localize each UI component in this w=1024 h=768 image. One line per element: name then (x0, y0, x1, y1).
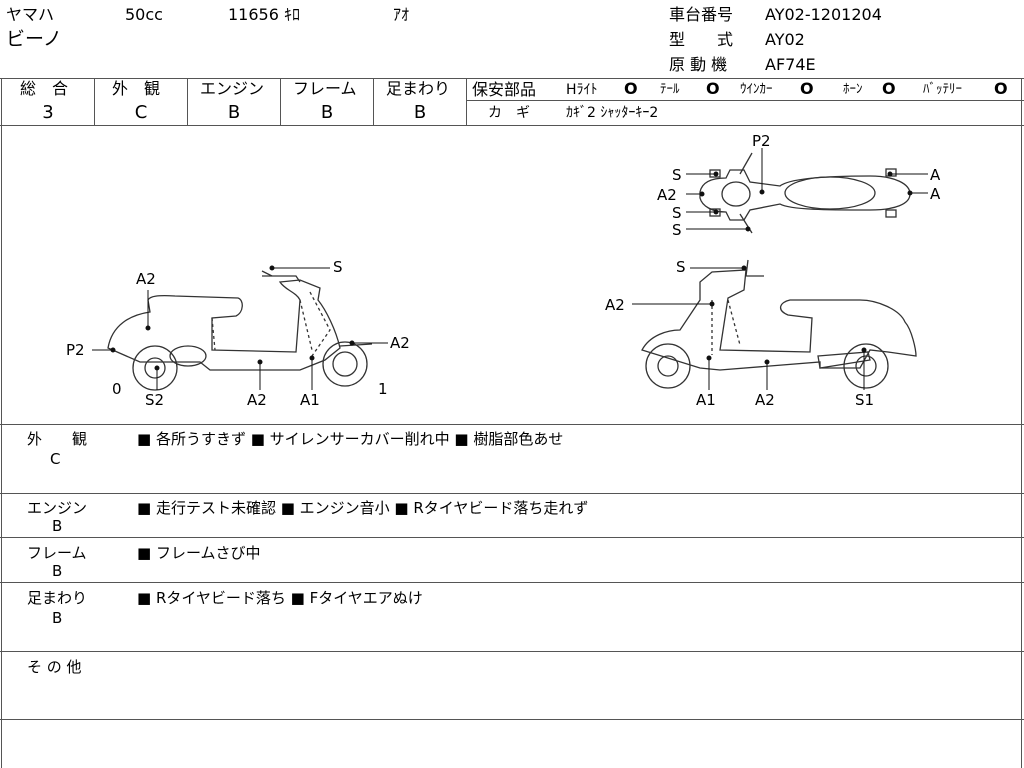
safety-label: 保安部品 (472, 80, 537, 99)
divider (1, 78, 2, 768)
frame-section-title: フレーム (27, 544, 87, 562)
right-label-a2-front: A2 (605, 296, 625, 314)
displacement: 50cc (125, 5, 163, 24)
divider (0, 424, 1024, 425)
top-label-s-1: S (672, 166, 682, 184)
right-side-scooter (641, 259, 917, 389)
top-label-p2: P2 (752, 132, 771, 150)
exterior-section-notes: ■ 各所うすきず ■ サイレンサーカバー削れ中 ■ 樹脂部色あせ (137, 430, 564, 448)
overall-label: 総 合 (20, 79, 69, 98)
divider (466, 78, 467, 125)
engine-section-notes: ■ 走行テスト未確認 ■ エンジン音小 ■ Rタイヤビード落ち走れず (137, 499, 589, 517)
divider (0, 125, 1024, 126)
tail-label: ﾃｰﾙ (660, 82, 680, 97)
divider (373, 78, 374, 125)
headlight-label: Hﾗｲﾄ (566, 82, 598, 98)
left-label-a2-floor: A2 (247, 391, 267, 409)
type-value: AY02 (765, 30, 805, 49)
engine-model-label: 原 動 機 (669, 55, 728, 74)
frame-section-notes: ■ フレームさび中 (137, 544, 261, 562)
maker: ヤマハ (6, 5, 55, 24)
left-side-scooter (107, 270, 373, 391)
other-section-title: そ の 他 (27, 658, 82, 676)
frame-number-label: 車台番号 (669, 5, 734, 24)
left-label-p2: P2 (66, 341, 85, 359)
top-label-a-1: A (930, 166, 941, 184)
divider (94, 78, 95, 125)
engine-section-title: エンジン (27, 499, 88, 517)
top-label-a2: A2 (657, 186, 677, 204)
top-label-a-2: A (930, 185, 941, 203)
battery-status: O (994, 79, 1008, 98)
engine-model-value: AF74E (765, 55, 816, 74)
divider (0, 651, 1024, 652)
headlight-status: O (624, 79, 638, 98)
right-label-s1: S1 (855, 391, 875, 409)
key-value: ｶｷﾞ2 ｼｬｯﾀｰｷｰ2 (566, 105, 659, 121)
frame-grade-label: フレーム (293, 79, 357, 98)
color: ｱｵ (393, 5, 410, 24)
winker-label: ｳｲﾝｶｰ (740, 82, 773, 97)
suspension-grade: B (413, 102, 427, 123)
frame-grade: B (320, 102, 334, 123)
right-label-a2-floor: A2 (755, 391, 775, 409)
top-view-scooter (699, 152, 911, 234)
left-label-a2-front: A2 (390, 334, 410, 352)
left-label-a2-rear: A2 (136, 270, 156, 288)
left-label-s-handle: S (333, 258, 343, 276)
divider (0, 78, 1024, 79)
divider (0, 537, 1024, 538)
exterior-section-grade: C (50, 450, 61, 468)
model-name: ビーノ (6, 28, 62, 50)
divider (0, 719, 1024, 720)
suspension-section-notes: ■ Rタイヤビード落ち ■ Fタイヤエアぬけ (137, 589, 423, 607)
right-label-a1: A1 (696, 391, 716, 409)
left-label-0: 0 (112, 380, 122, 398)
exterior-label: 外 観 (112, 79, 161, 98)
divider (467, 100, 1024, 101)
divider (280, 78, 281, 125)
suspension-section-grade: B (52, 609, 63, 627)
exterior-grade: C (134, 102, 148, 123)
tail-status: O (706, 79, 720, 98)
frame-number: AY02-1201204 (765, 5, 882, 24)
right-label-s: S (676, 258, 686, 276)
engine-grade-label: エンジン (200, 79, 265, 98)
battery-label: ﾊﾞｯﾃﾘｰ (923, 82, 962, 97)
damage-leaders (92, 148, 928, 390)
suspension-grade-label: 足まわり (386, 79, 451, 98)
type-label: 型 式 (669, 30, 734, 49)
left-label-1: 1 (378, 380, 388, 398)
exterior-section-title: 外 観 (27, 430, 88, 448)
top-label-s-3: S (672, 221, 682, 239)
horn-label: ﾎｰﾝ (843, 82, 863, 97)
divider (1021, 78, 1022, 768)
overall-grade: 3 (42, 102, 54, 123)
divider (187, 78, 188, 125)
mileage: 11656 ｷﾛ (228, 5, 300, 24)
horn-status: O (882, 79, 896, 98)
suspension-section-title: 足まわり (27, 589, 88, 607)
key-label: カ ギ (488, 105, 530, 121)
winker-status: O (800, 79, 814, 98)
engine-section-grade: B (52, 517, 63, 535)
divider (0, 493, 1024, 494)
left-label-a1: A1 (300, 391, 320, 409)
left-label-s2: S2 (145, 391, 165, 409)
frame-section-grade: B (52, 562, 63, 580)
divider (0, 582, 1024, 583)
top-label-s-2: S (672, 204, 682, 222)
engine-grade: B (227, 102, 241, 123)
